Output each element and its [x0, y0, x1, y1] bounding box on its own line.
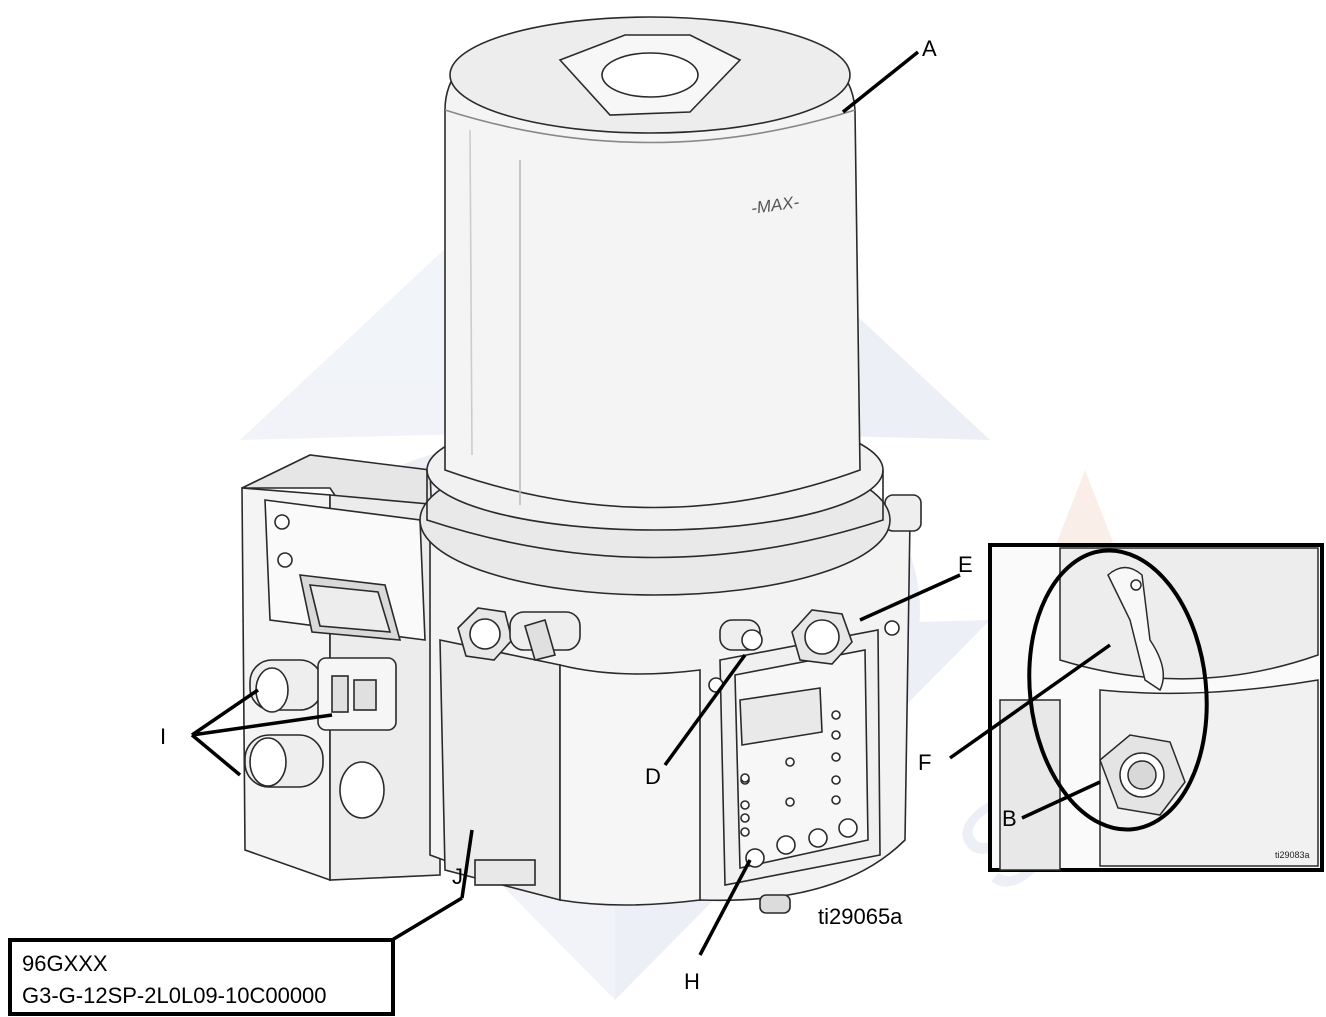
- callout-h: H: [684, 969, 700, 994]
- model-label-box: 96GXXX G3-G-12SP-2L0L09-10C00000: [8, 938, 395, 1016]
- model-label-line2: G3-G-12SP-2L0L09-10C00000: [22, 983, 327, 1008]
- reservoir: [444, 16, 861, 509]
- callout-b: B: [1002, 806, 1017, 831]
- callout-f: F: [918, 750, 931, 775]
- figure-reference: ti29065a: [818, 904, 903, 929]
- callout-d: D: [645, 764, 661, 789]
- callout-e: E: [958, 552, 973, 577]
- pump-illustration: [241, 16, 922, 914]
- inset-reference: ti29083a: [1275, 850, 1310, 860]
- leader-lines: [190, 50, 1112, 956]
- callout-a: A: [922, 36, 937, 61]
- callout-j: J: [452, 864, 463, 889]
- callout-i: I: [160, 724, 166, 749]
- pump-fittings: [457, 494, 922, 693]
- model-label-line1: 96GXXX: [22, 951, 108, 976]
- detail-inset: ti29083a: [988, 543, 1324, 872]
- control-panel: [719, 629, 881, 886]
- conduit-fittings: [244, 657, 397, 819]
